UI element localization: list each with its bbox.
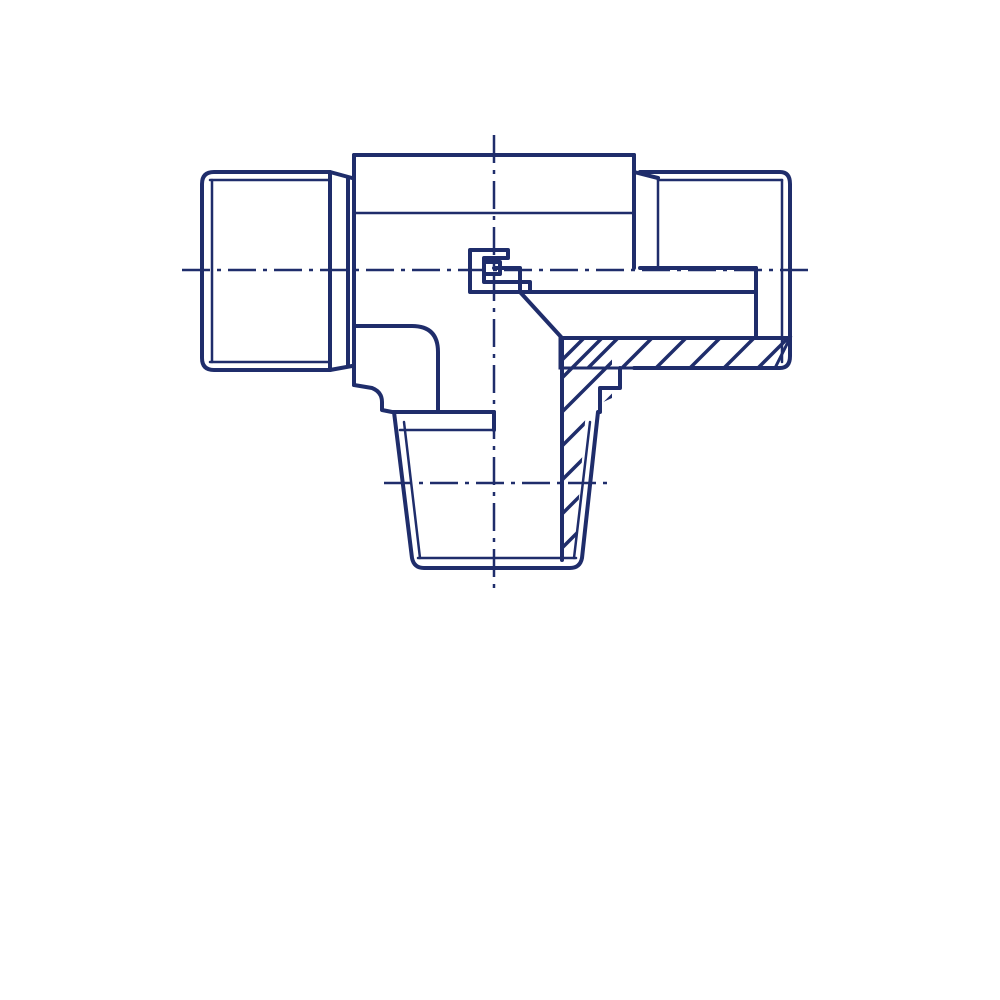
hatch-line (560, 338, 586, 368)
hatch-line (722, 338, 756, 368)
hatch-line (560, 338, 612, 560)
hatch-line (560, 338, 612, 560)
hatch-line (582, 338, 612, 560)
hatch-line (586, 338, 620, 368)
hatch-line (560, 338, 612, 560)
left-thread-end (200, 170, 354, 372)
section-hatching (520, 336, 840, 560)
hatch-line (560, 338, 604, 560)
seal-groove-detail (468, 248, 532, 294)
section-bore (492, 266, 792, 562)
hatch-line (688, 338, 722, 368)
bottom-tapered-thread (392, 410, 600, 570)
hatch-line (792, 338, 822, 368)
hatch-line (520, 338, 550, 368)
hatch-line (560, 338, 612, 560)
hatch-line (620, 338, 654, 368)
hatch-line (618, 338, 840, 560)
hatch-line (654, 338, 688, 368)
hatch-line (756, 338, 790, 368)
